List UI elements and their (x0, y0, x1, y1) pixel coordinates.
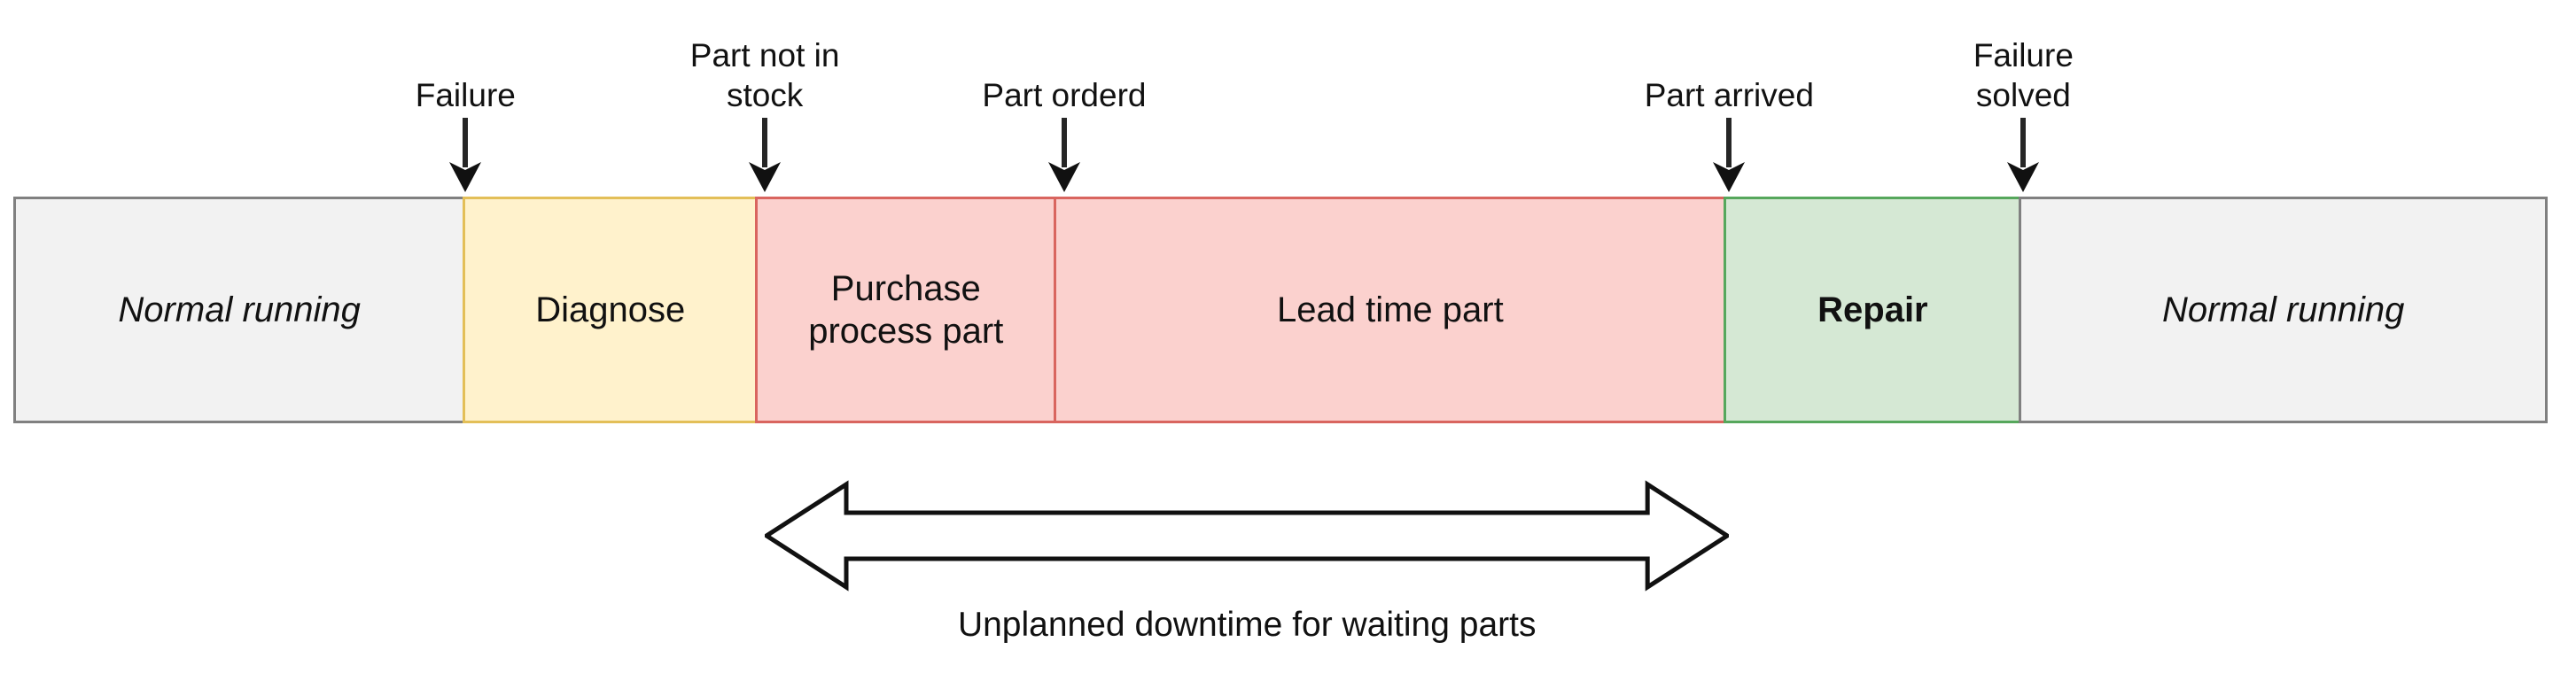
span-caption-text: Unplanned downtime for waiting parts (957, 606, 1537, 644)
down-arrow-icon (2004, 116, 2043, 197)
segment-lead-time-part: Lead time part (1054, 197, 1727, 423)
segment-label-normal-running-before: Normal running (118, 290, 361, 329)
segment-purchase-process-part: Purchase process part (755, 197, 1057, 423)
segment-label-normal-running-after: Normal running (2161, 290, 2405, 329)
segment-label-lead-time-part: Lead time part (1276, 290, 1504, 329)
marker-label-failure: Failure (415, 77, 516, 113)
down-arrow-icon (1045, 116, 1084, 197)
marker-failure-solved: Failure solved (1819, 0, 2227, 197)
marker-label-part-not-in-stock: Part not in stock (689, 37, 840, 113)
segment-diagnose: Diagnose (463, 197, 759, 423)
segment-repair: Repair (1724, 197, 2022, 423)
unplanned-downtime-span-arrow (762, 479, 1732, 592)
segment-normal-running-before: Normal running (13, 197, 466, 423)
marker-label-part-orderd: Part orderd (982, 77, 1147, 113)
marker-part-orderd: Part orderd (860, 0, 1268, 197)
marker-label-part-arrived: Part arrived (1644, 77, 1814, 113)
segment-normal-running-after: Normal running (2019, 197, 2548, 423)
down-arrow-icon (1709, 116, 1748, 197)
down-arrow-icon (745, 116, 784, 197)
down-arrow-icon (446, 116, 485, 197)
marker-label-failure-solved: Failure solved (1973, 37, 2074, 113)
marker-failure: Failure (261, 0, 669, 197)
segment-label-repair: Repair (1817, 290, 1928, 329)
marker-part-arrived: Part arrived (1525, 0, 1933, 197)
timeline-bar: Normal running Diagnose Purchase process p… (13, 197, 2561, 423)
unplanned-downtime-caption: Unplanned downtime for waiting parts (765, 605, 1729, 646)
segment-label-diagnose: Diagnose (535, 290, 686, 329)
marker-part-not-in-stock: Part not in stock (561, 0, 969, 197)
segment-label-purchase-process-part: Purchase process part (808, 269, 1004, 351)
